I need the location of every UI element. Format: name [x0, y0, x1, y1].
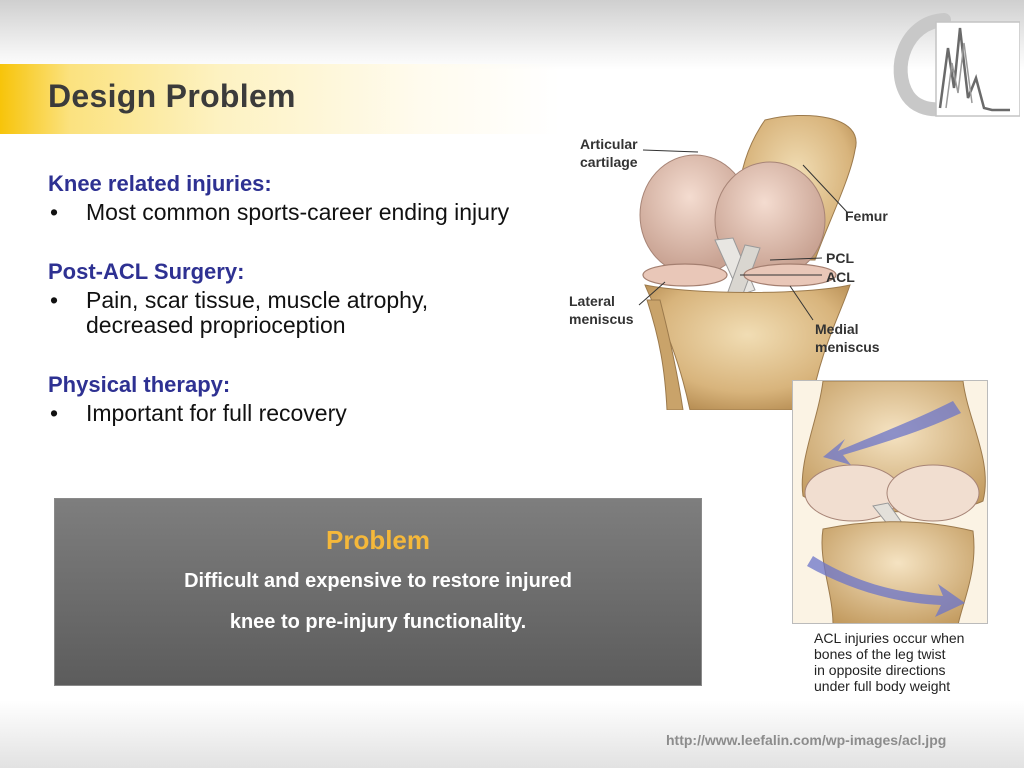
bullet-item: • Most common sports-career ending injur… [48, 200, 568, 225]
bullet-text: Pain, scar tissue, muscle atrophy, decre… [86, 287, 429, 338]
problem-callout: Problem Difficult and expensive to resto… [54, 498, 702, 686]
label-acl: ACL [826, 269, 855, 285]
section-physical-therapy: Physical therapy: • Important for full r… [48, 371, 568, 426]
label-femur: Femur [845, 208, 888, 224]
acl-caption: ACL injuries occur when bones of the leg… [814, 630, 1014, 694]
bullet-dot: • [50, 400, 59, 426]
label-articular-cartilage: Articular cartilage [580, 136, 638, 170]
label-lateral-meniscus: Lateral meniscus [569, 293, 634, 327]
acl-twist-illustration-icon [793, 381, 987, 623]
section-knee-injuries: Knee related injuries: • Most common spo… [48, 170, 568, 225]
acl-injury-illustration [792, 380, 988, 624]
bullet-text: Important for full recovery [86, 400, 347, 426]
section-heading: Knee related injuries: [48, 171, 272, 196]
label-medial-meniscus: Medial meniscus [815, 321, 880, 355]
caption-line: bones of the leg twist [814, 646, 946, 662]
bullet-item: • Important for full recovery [48, 401, 568, 426]
slide-body: Knee related injuries: • Most common spo… [48, 170, 568, 459]
problem-line-2: knee to pre-injury functionality. [229, 611, 527, 633]
caption-line: ACL injuries occur when [814, 630, 965, 646]
problem-line-1: Difficult and expensive to restore injur… [184, 570, 572, 592]
title-accent-band [0, 64, 560, 134]
bottom-gradient [0, 700, 1024, 768]
source-url: http://www.leefalin.com/wp-images/acl.jp… [666, 732, 947, 748]
section-post-acl: Post-ACL Surgery: • Pain, scar tissue, m… [48, 258, 568, 338]
section-heading: Post-ACL Surgery: [48, 259, 245, 284]
section-heading: Physical therapy: [48, 372, 231, 397]
label-pcl: PCL [826, 250, 854, 266]
top-gradient [0, 0, 1024, 70]
caption-line: in opposite directions [814, 662, 946, 678]
slide-title: Design Problem [48, 78, 296, 114]
knee-anatomy-illustration [638, 115, 857, 410]
problem-title: Problem [325, 525, 431, 555]
company-logo-icon [893, 13, 1020, 117]
bullet-text: Most common sports-career ending injury [86, 199, 510, 225]
bullet-dot: • [50, 199, 59, 225]
bullet-item: • Pain, scar tissue, muscle atrophy, dec… [48, 288, 476, 338]
bullet-dot: • [50, 287, 59, 313]
caption-line: under full body weight [814, 678, 951, 694]
